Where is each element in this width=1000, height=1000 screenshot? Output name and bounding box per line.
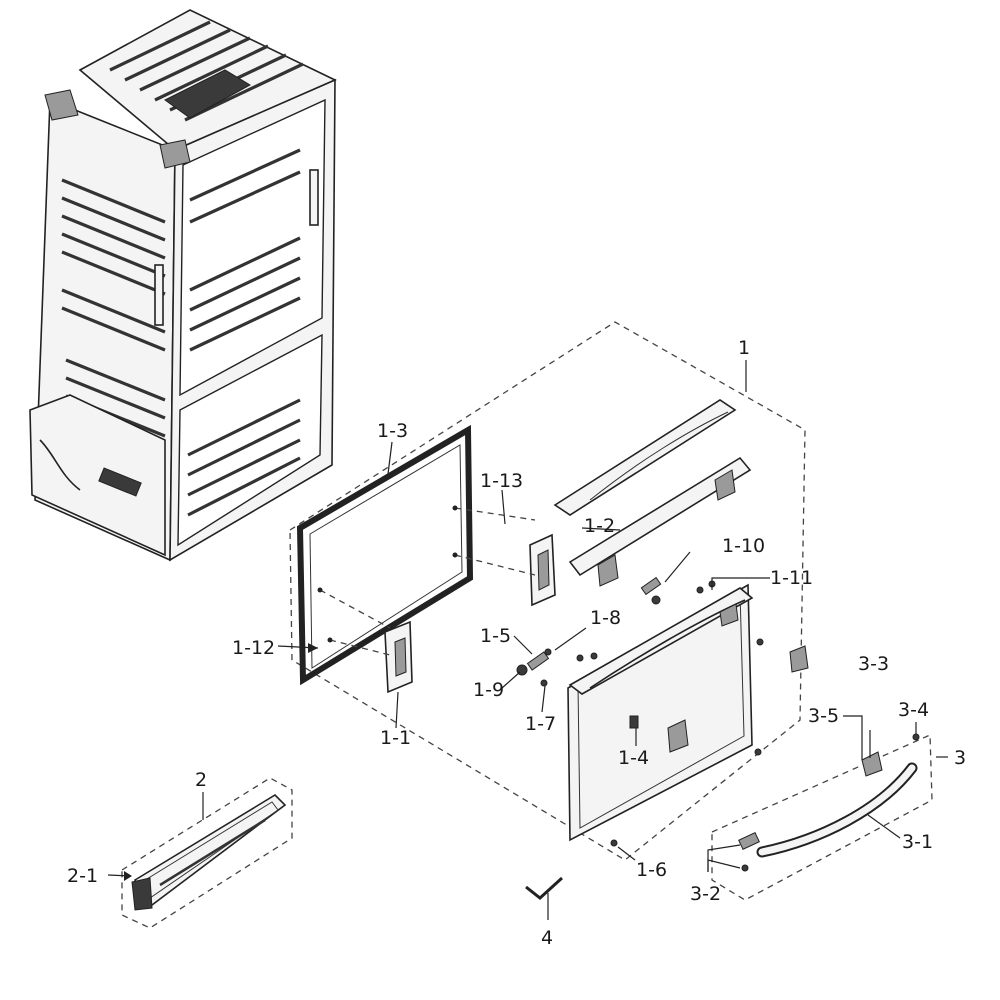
part-1-2-trim-pieces — [553, 399, 752, 587]
callout-1-9: 1-9 — [473, 679, 504, 701]
drawer-handle-clip — [667, 719, 689, 753]
trim-clip-right — [714, 469, 736, 501]
part-1-13-hinge — [529, 533, 556, 607]
callout-1-6: 1-6 — [636, 859, 667, 881]
part-1-1-hinge — [384, 620, 413, 694]
part-3-4-screw — [912, 733, 920, 741]
top-right-hinge — [159, 139, 191, 169]
drawer-label-tab — [629, 715, 639, 729]
callout-2: 2 — [195, 769, 207, 791]
hardware-screws — [516, 576, 809, 847]
part-1-4-drawer-front — [567, 583, 754, 842]
part-1-3-gasket-frame — [296, 424, 474, 686]
callout-3-4: 3-4 — [898, 699, 929, 721]
top-left-hinge — [44, 89, 79, 121]
part-3-1-handle-bar — [756, 762, 918, 858]
assembly-2-boundary — [121, 777, 293, 929]
assembly-1-boundary — [289, 321, 806, 861]
freezer-compartment — [177, 333, 323, 547]
callout-1: 1 — [738, 337, 750, 359]
arrow-1-12 — [308, 643, 318, 653]
callout-1-4: 1-4 — [618, 747, 649, 769]
cabinet-machine-compartment — [29, 394, 166, 557]
side-clip — [789, 645, 809, 673]
drawer-top-edge — [568, 587, 754, 695]
part-2-1-end-cap — [131, 877, 153, 911]
callout-labels: 1 1-3 1-13 1-2 1-10 1-11 1-8 1-5 1-12 1-… — [67, 337, 966, 949]
part-2-trim-bar — [131, 793, 287, 911]
callout-1-1: 1-1 — [380, 727, 411, 749]
callout-1-11: 1-11 — [770, 567, 813, 589]
callout-3-5: 3-5 — [808, 705, 839, 727]
leader-lines — [107, 360, 948, 920]
trim-clip-left — [597, 554, 619, 587]
callout-3-1: 3-1 — [902, 831, 933, 853]
callout-4: 4 — [541, 927, 553, 949]
part-4-tool — [525, 876, 564, 900]
callout-3-2: 3-2 — [690, 883, 721, 905]
cabinet-liner-ribs — [187, 148, 301, 517]
callout-3: 3 — [954, 747, 966, 769]
callout-1-12: 1-12 — [232, 637, 275, 659]
arrow-2-1 — [124, 871, 132, 881]
drawer-bracket — [719, 603, 739, 627]
callout-1-2: 1-2 — [584, 515, 615, 537]
compressor-block — [98, 467, 142, 497]
part-3-3-handle-cap — [861, 751, 883, 777]
part-3-2-handle-bracket — [738, 832, 760, 872]
refrigerator-cabinet — [29, 9, 337, 562]
cabinet-hinge-slot — [309, 169, 319, 226]
callout-1-13: 1-13 — [480, 470, 523, 492]
callout-1-5: 1-5 — [480, 625, 511, 647]
callout-2-1: 2-1 — [67, 865, 98, 887]
cabinet-control-module — [164, 69, 252, 119]
callout-1-3: 1-3 — [377, 420, 408, 442]
callout-3-3: 3-3 — [858, 653, 889, 675]
assembly-3-boundary — [711, 734, 933, 901]
cabinet-door-switch — [154, 264, 164, 326]
callout-1-10: 1-10 — [722, 535, 765, 557]
callout-1-8: 1-8 — [590, 607, 621, 629]
fresh-food-compartment — [179, 98, 326, 397]
screw-alignment-lines — [317, 505, 536, 656]
callout-1-7: 1-7 — [525, 713, 556, 735]
